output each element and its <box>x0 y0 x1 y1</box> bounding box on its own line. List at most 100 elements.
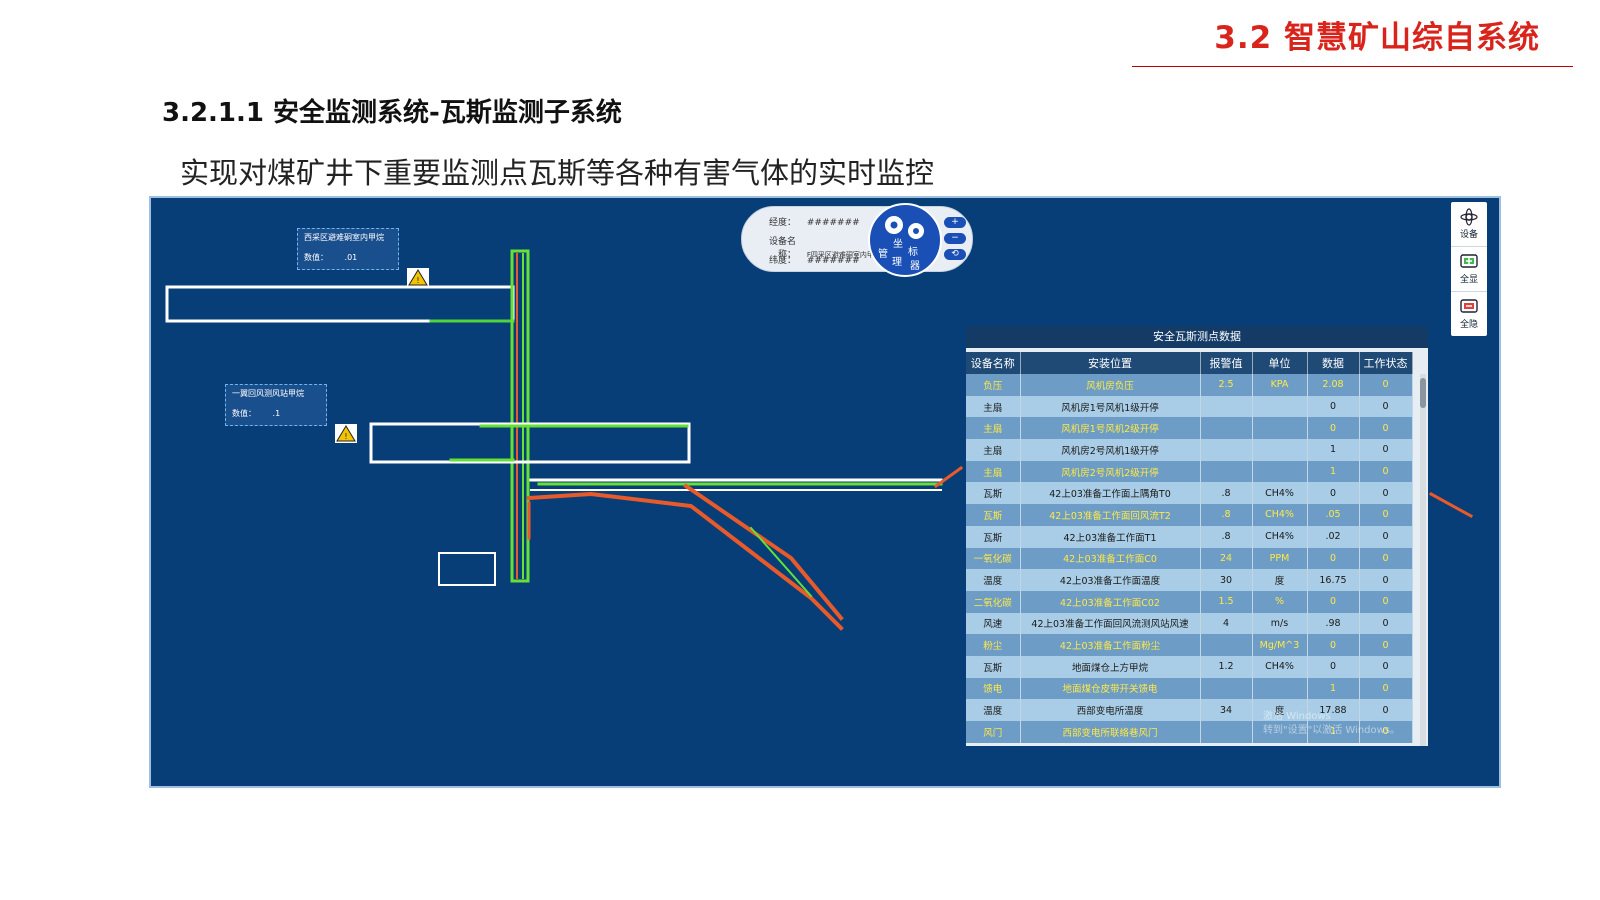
table-cell: 1 <box>1307 677 1360 700</box>
table-cell: 42上03准备工作面回风流测风站风速 <box>1020 612 1201 635</box>
table-cell: 0 <box>1359 439 1413 461</box>
table-cell: 0 <box>1359 634 1413 656</box>
table-cell: 西部变电所联络巷风门 <box>1020 721 1201 743</box>
table-cell <box>1200 677 1253 700</box>
table-cell: 主扇 <box>966 417 1021 440</box>
gear-char: 标 <box>908 247 918 258</box>
warning-icon[interactable]: ! <box>335 424 357 443</box>
warning-icon[interactable]: ! <box>407 268 429 287</box>
col-alarm-value[interactable]: 报警值 <box>1200 352 1253 374</box>
reset-view-button[interactable]: ⟲ <box>944 249 966 260</box>
table-cell: 17.88 <box>1307 699 1360 721</box>
table-cell: 42上03准备工作面回风流T2 <box>1020 504 1201 526</box>
table-cell: CH4% <box>1252 525 1308 548</box>
device-icon <box>1460 208 1478 226</box>
table-cell: 30 <box>1200 569 1253 591</box>
table-cell: CH4% <box>1252 655 1308 678</box>
info-box-value-label: 数值： <box>232 409 256 418</box>
table-cell: 42上03准备工作面C02 <box>1020 590 1201 613</box>
mine-tunnel-map[interactable] <box>151 198 1501 788</box>
longitude-label: 经度： <box>768 218 796 228</box>
table-cell: 42上03准备工作面粉尘 <box>1020 634 1201 656</box>
gear-char: 管 <box>878 249 888 260</box>
col-location[interactable]: 安装位置 <box>1020 352 1201 374</box>
watermark-line1: 激活 Windows <box>1263 711 1331 722</box>
table-cell: KPA <box>1252 374 1308 396</box>
coordinate-manager-button[interactable]: 坐 标 管 理 器 <box>868 203 942 277</box>
table-cell: .8 <box>1200 504 1253 526</box>
svg-text:!: ! <box>344 432 347 441</box>
map-toolbar: 设备 全显 全隐 <box>1451 202 1487 336</box>
table-header-row: 设备名称 安装位置 报警值 单位 数据 工作状态 <box>966 352 1413 374</box>
toolbar-label: 设备 <box>1459 230 1478 240</box>
table-cell: 1 <box>1307 460 1360 483</box>
table-cell <box>1200 721 1253 743</box>
col-unit[interactable]: 单位 <box>1252 352 1308 374</box>
table-cell: 地面煤仓上方甲烷 <box>1020 655 1201 678</box>
coordinate-widget: 经度： ####### 设备名称： F四采区避难硐室内甲烷 纬度： ######… <box>741 203 973 277</box>
table-scrollbar[interactable] <box>1420 374 1426 746</box>
longitude-value: ####### <box>806 218 860 228</box>
header-divider <box>1132 66 1573 67</box>
scroll-thumb[interactable] <box>1420 378 1426 408</box>
col-device-name[interactable]: 设备名称 <box>966 352 1021 374</box>
info-box-return-air-methane[interactable]: 一翼回风测风站甲烷 数值： .1 <box>225 384 327 426</box>
table-cell: 0 <box>1359 612 1413 635</box>
col-status[interactable]: 工作状态 <box>1359 352 1413 374</box>
table-cell: 0 <box>1359 374 1413 396</box>
zoom-in-button[interactable]: + <box>944 217 966 228</box>
table-cell: .98 <box>1307 612 1360 635</box>
gas-data-panel: 安全瓦斯测点数据 设备名称 安装位置 报警值 单位 数据 工作状态 负压风机房负… <box>966 326 1428 746</box>
gear-icon <box>885 216 924 239</box>
table-cell: 瓦斯 <box>966 504 1021 526</box>
hide-all-icon <box>1460 299 1478 313</box>
table-cell: .02 <box>1307 525 1360 548</box>
table-cell <box>1252 677 1308 700</box>
toolbar-show-all-button[interactable]: 全显 <box>1451 247 1487 292</box>
table-cell: 0 <box>1307 482 1360 505</box>
table-cell <box>1252 721 1308 743</box>
table-cell: % <box>1252 590 1308 613</box>
table-cell <box>1200 460 1253 483</box>
table-cell: 1 <box>1307 439 1360 461</box>
table-cell: 主扇 <box>966 439 1021 461</box>
device-name-label: 设备名称： <box>768 237 796 260</box>
activation-watermark: 激活 Windows 转到"设置"以激活 Windows。 <box>1263 710 1400 738</box>
zoom-out-button[interactable]: − <box>944 233 966 244</box>
table-cell: 42上03准备工作面C0 <box>1020 547 1201 570</box>
col-data[interactable]: 数据 <box>1307 352 1360 374</box>
toolbar-hide-all-button[interactable]: 全隐 <box>1451 292 1487 336</box>
info-box-title: 西采区避难硐室内甲烷 <box>304 233 384 242</box>
device-name-value: F四采区避难硐室内甲烷 <box>806 251 881 259</box>
table-cell: 0 <box>1359 721 1413 743</box>
toolbar-label: 全隐 <box>1459 320 1478 330</box>
gear-char: 理 <box>892 257 902 268</box>
toolbar-device-button[interactable]: 设备 <box>1451 202 1487 247</box>
table-cell: 风速 <box>966 612 1021 635</box>
table-cell: .05 <box>1307 504 1360 526</box>
table-cell: 0 <box>1359 395 1413 418</box>
info-box-value: .1 <box>272 409 281 418</box>
table-cell: 0 <box>1359 460 1413 483</box>
info-box-west-refuge-methane[interactable]: 西采区避难硐室内甲烷 数值： .01 <box>297 228 399 270</box>
table-cell: 瓦斯 <box>966 655 1021 678</box>
